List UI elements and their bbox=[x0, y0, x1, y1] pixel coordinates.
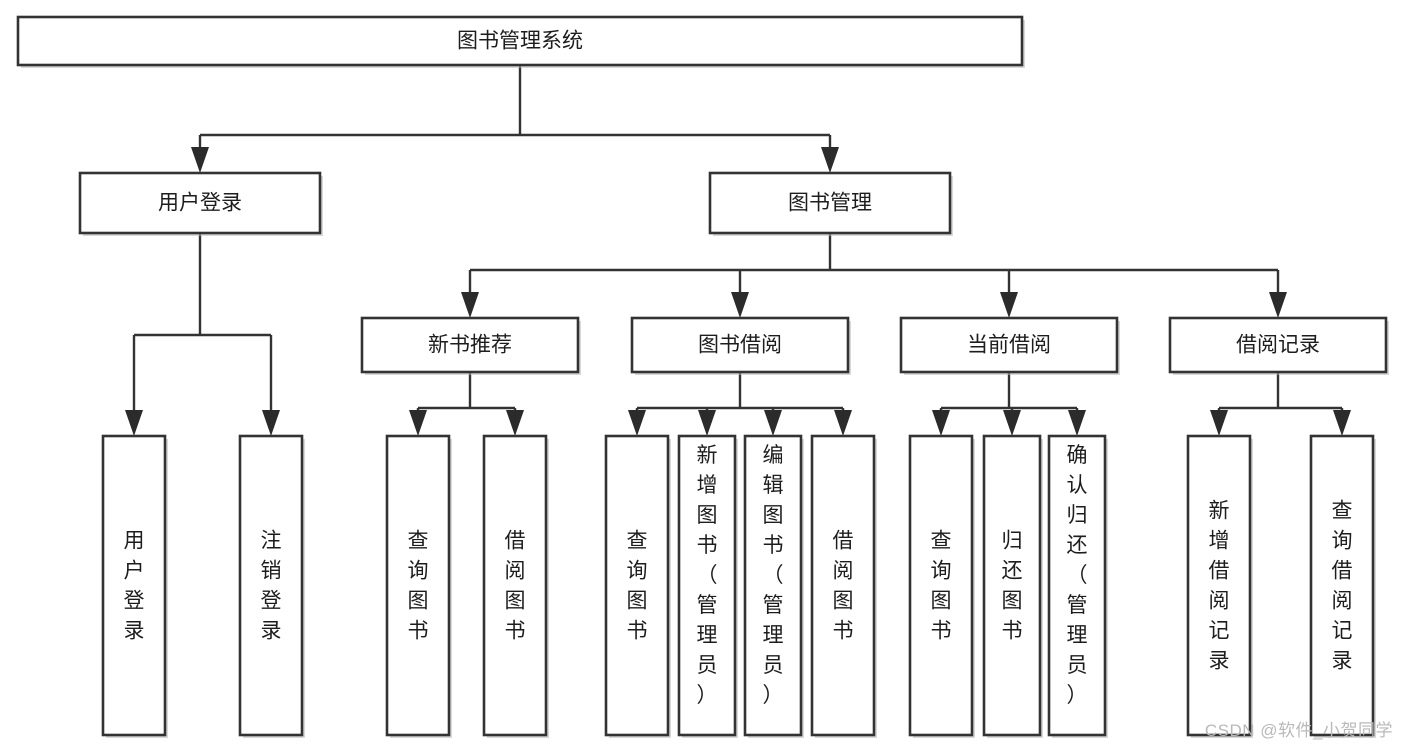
node-label: 借阅记录 bbox=[1236, 334, 1320, 357]
node-title[interactable]: 图书管理系统 bbox=[16, 15, 1025, 68]
node-label: 图书管理 bbox=[788, 192, 872, 215]
arrow-head-icon bbox=[698, 410, 716, 436]
node-label: 新增借阅记录 bbox=[1209, 500, 1230, 673]
arrow-head-icon bbox=[1333, 410, 1351, 436]
node-label: 查询图书 bbox=[408, 530, 429, 643]
node-label: 借阅图书 bbox=[833, 530, 854, 643]
connector-layer bbox=[125, 65, 1351, 436]
node-leaf-return-book[interactable]: 归还图书 bbox=[982, 434, 1043, 738]
node-user-login[interactable]: 用户登录 bbox=[78, 171, 323, 236]
node-new-book-recommend[interactable]: 新书推荐 bbox=[360, 316, 581, 375]
node-leaf-confirm-return[interactable]: 确认归还（管理员） bbox=[1047, 434, 1108, 738]
node-leaf-query-record[interactable]: 查询借阅记录 bbox=[1309, 434, 1376, 738]
watermark-text: CSDN @软件_小贺同学 bbox=[1204, 721, 1393, 740]
node-leaf-add-book[interactable]: 新增图书（管理员） bbox=[677, 434, 738, 738]
arrow-head-icon bbox=[125, 410, 143, 436]
node-label: 图书管理系统 bbox=[457, 30, 583, 53]
node-leaf-add-record[interactable]: 新增借阅记录 bbox=[1186, 434, 1253, 738]
node-leaf-logout-login[interactable]: 注销登录 bbox=[238, 434, 305, 738]
node-leaf-borrow-book-1[interactable]: 借阅图书 bbox=[482, 434, 549, 738]
node-leaf-borrow-book-2[interactable]: 借阅图书 bbox=[810, 434, 877, 738]
node-label: 图书借阅 bbox=[698, 334, 782, 357]
arrow-head-icon bbox=[628, 410, 646, 436]
node-layer: 图书管理系统用户登录图书管理新书推荐图书借阅当前借阅借阅记录用户登录注销登录查询… bbox=[16, 15, 1389, 738]
arrow-head-icon bbox=[834, 410, 852, 436]
node-current-borrow[interactable]: 当前借阅 bbox=[899, 316, 1120, 375]
node-book-manage[interactable]: 图书管理 bbox=[708, 171, 953, 236]
node-label: 查询图书 bbox=[931, 530, 952, 643]
node-label: 用户登录 bbox=[158, 192, 242, 215]
node-leaf-edit-book[interactable]: 编辑图书（管理员） bbox=[743, 434, 804, 738]
node-leaf-query-book-3[interactable]: 查询图书 bbox=[908, 434, 975, 738]
arrow-head-icon bbox=[1000, 292, 1018, 318]
arrow-head-icon bbox=[191, 147, 209, 173]
node-leaf-query-book-2[interactable]: 查询图书 bbox=[604, 434, 671, 738]
arrow-head-icon bbox=[1269, 292, 1287, 318]
node-leaf-query-book-1[interactable]: 查询图书 bbox=[385, 434, 452, 738]
node-label: 查询图书 bbox=[627, 530, 648, 643]
arrow-head-icon bbox=[262, 410, 280, 436]
node-leaf-user-login[interactable]: 用户登录 bbox=[101, 434, 168, 738]
node-label: 查询借阅记录 bbox=[1332, 500, 1353, 673]
arrow-head-icon bbox=[932, 410, 950, 436]
arrow-head-icon bbox=[821, 147, 839, 173]
node-book-borrow[interactable]: 图书借阅 bbox=[630, 316, 851, 375]
node-label: 新增图书（管理员） bbox=[697, 444, 718, 707]
arrow-head-icon bbox=[409, 410, 427, 436]
node-label: 编辑图书（管理员） bbox=[763, 444, 784, 707]
arrow-head-icon bbox=[1003, 410, 1021, 436]
arrow-head-icon bbox=[506, 410, 524, 436]
arrow-head-icon bbox=[1068, 410, 1086, 436]
arrow-head-icon bbox=[461, 292, 479, 318]
arrow-head-icon bbox=[731, 292, 749, 318]
node-label: 当前借阅 bbox=[967, 334, 1051, 357]
node-label: 归还图书 bbox=[1002, 530, 1023, 643]
node-label: 注销登录 bbox=[261, 530, 282, 643]
node-borrow-record[interactable]: 借阅记录 bbox=[1168, 316, 1389, 375]
node-label: 新书推荐 bbox=[428, 334, 512, 357]
node-label: 用户登录 bbox=[124, 530, 145, 643]
arrow-head-icon bbox=[1210, 410, 1228, 436]
node-label: 借阅图书 bbox=[505, 530, 526, 643]
node-label: 确认归还（管理员） bbox=[1067, 444, 1088, 707]
arrow-head-icon bbox=[764, 410, 782, 436]
